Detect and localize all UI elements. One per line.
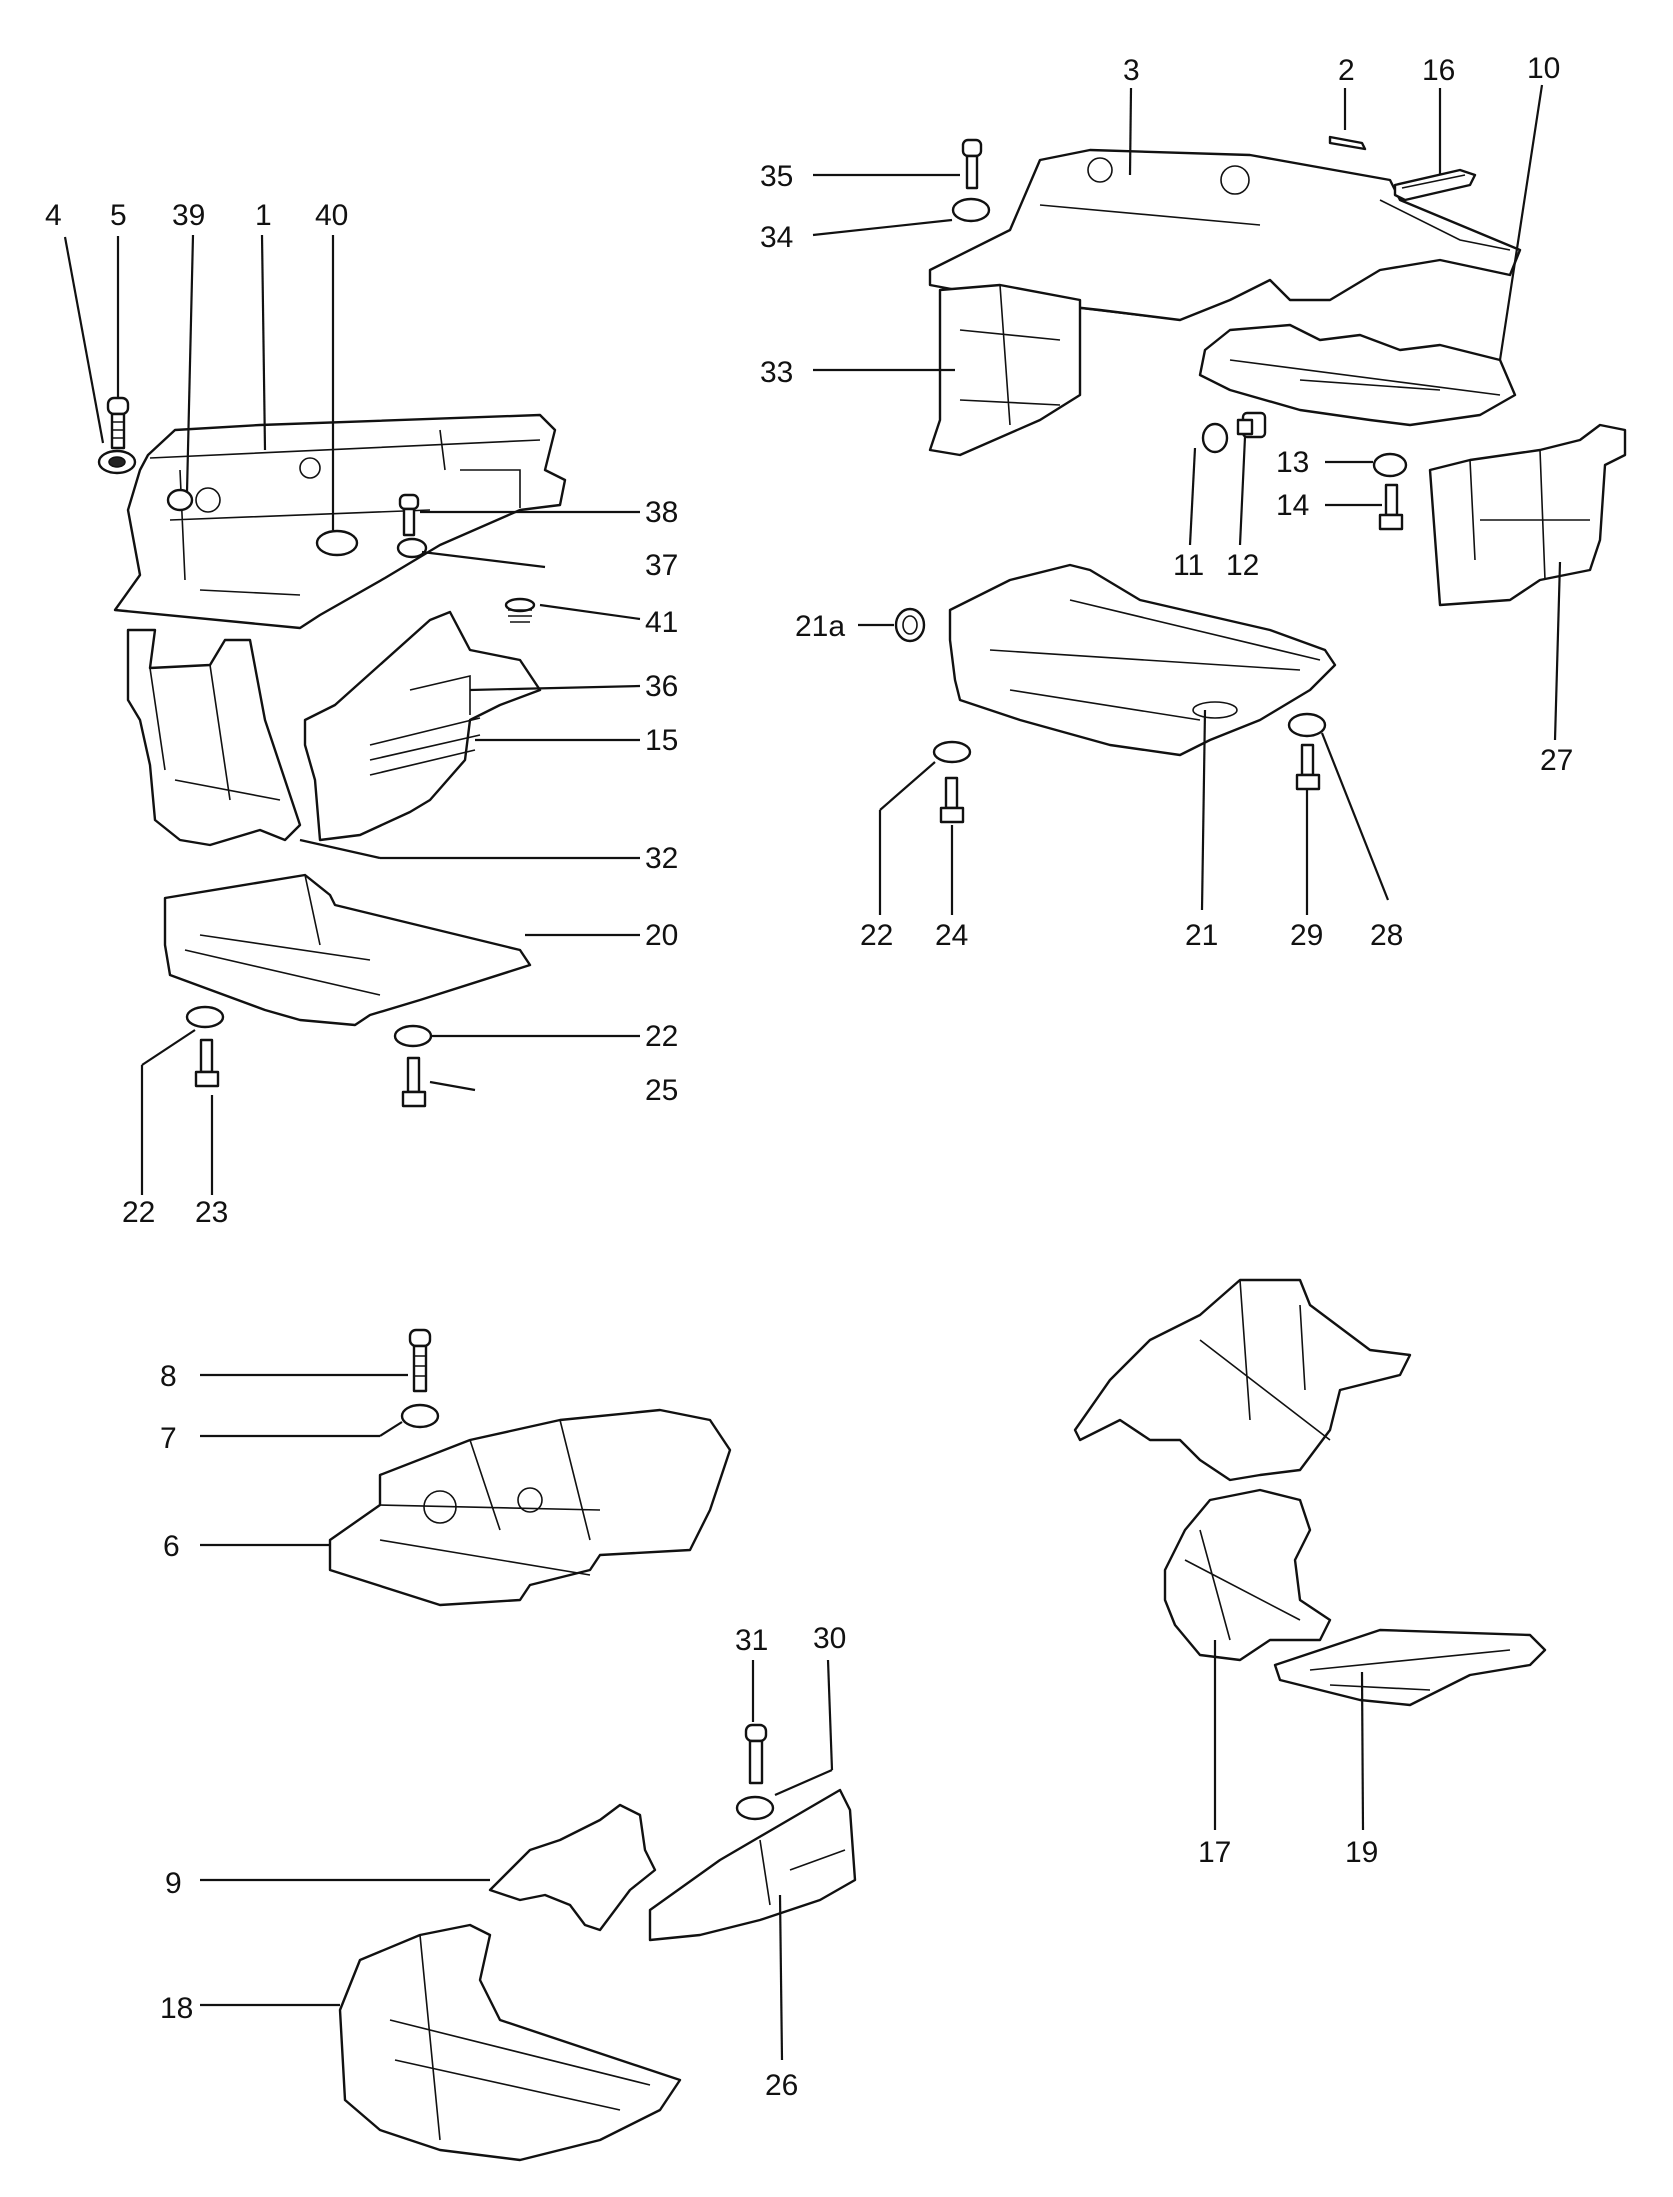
tray-part-18: [338, 1923, 682, 2162]
tray-part-20: [163, 873, 532, 1027]
seal-part-16: [1393, 168, 1477, 202]
washer-part-34: [951, 197, 991, 223]
bolt-part-8: [408, 1328, 432, 1393]
label-13: 13: [1276, 446, 1309, 479]
label-33: 33: [760, 356, 793, 389]
washer-part-37: [396, 537, 428, 559]
label-20: 20: [645, 919, 678, 952]
label-19: 19: [1345, 1836, 1378, 1869]
label-1: 1: [255, 199, 272, 232]
bolt-part-5: [106, 396, 130, 450]
label-14: 14: [1276, 489, 1309, 522]
ring-part-40: [315, 529, 359, 557]
part-group-top-left: [97, 396, 567, 1108]
label-7: 7: [160, 1422, 177, 1455]
label-27: 27: [1540, 744, 1573, 777]
part-group-bottom-left: [328, 1328, 857, 2162]
label-25: 25: [645, 1074, 678, 1107]
bracket-part-27: [1428, 423, 1627, 607]
label-6: 6: [163, 1530, 180, 1563]
label-28: 28: [1370, 919, 1403, 952]
bolt-part-29: [1295, 743, 1321, 791]
label-38: 38: [645, 496, 678, 529]
label-2: 2: [1338, 54, 1355, 87]
heater-box-upper: [1073, 1278, 1412, 1482]
label-30: 30: [813, 1622, 846, 1655]
label-8: 8: [160, 1360, 177, 1393]
duct-part-32: [126, 628, 302, 847]
label-23: 23: [195, 1196, 228, 1229]
grommet-part-41: [504, 597, 536, 623]
washer-part-30: [735, 1795, 775, 1821]
label-41: 41: [645, 606, 678, 639]
deflector-part-26: [648, 1788, 857, 1942]
plate-part-19: [1273, 1628, 1547, 1707]
bolt-part-12: [1236, 411, 1267, 439]
washer-part-13: [1372, 452, 1408, 478]
label-36: 36: [645, 670, 678, 703]
plate-part-10: [1198, 323, 1517, 427]
part-group-top-right: [894, 135, 1627, 824]
label-16: 16: [1422, 54, 1455, 87]
heater-box-part-17: [1163, 1488, 1332, 1662]
washer-part-22-center: [932, 740, 972, 764]
bracket-part-9: [488, 1803, 657, 1932]
cover-part-6: [328, 1408, 732, 1607]
label-12: 12: [1226, 549, 1259, 582]
label-15: 15: [645, 724, 678, 757]
label-37: 37: [645, 549, 678, 582]
label-24: 24: [935, 919, 968, 952]
pin-part-2: [1328, 135, 1367, 151]
cover-part-36: [303, 610, 542, 842]
washer-part-22-right: [393, 1024, 433, 1048]
label-22-c: 22: [860, 919, 893, 952]
label-18: 18: [160, 1992, 193, 2025]
label-5: 5: [110, 199, 127, 232]
label-29: 29: [1290, 919, 1323, 952]
label-17: 17: [1198, 1836, 1231, 1869]
duct-part-33: [928, 283, 1082, 457]
label-40: 40: [315, 199, 348, 232]
label-26: 26: [765, 2069, 798, 2102]
label-32: 32: [645, 842, 678, 875]
label-9: 9: [165, 1867, 182, 1900]
washer-part-28: [1287, 712, 1327, 738]
bolt-part-25: [401, 1056, 427, 1108]
label-3: 3: [1123, 54, 1140, 87]
shroud-part-1: [113, 413, 567, 630]
part-labels: 4 5 39 1 40 38 37 41 36 15 32 20 22 25 2…: [45, 52, 1573, 2102]
bolt-part-35: [961, 138, 983, 190]
bolt-part-23: [194, 1038, 220, 1088]
label-11: 11: [1173, 549, 1204, 582]
grommet-part-39: [166, 488, 194, 512]
label-31: 31: [735, 1624, 768, 1657]
bolt-part-14: [1378, 483, 1404, 531]
bolt-part-24: [939, 776, 965, 824]
label-10: 10: [1527, 52, 1560, 85]
label-21: 21: [1185, 919, 1218, 952]
washer-part-11: [1201, 422, 1229, 454]
label-34: 34: [760, 221, 793, 254]
label-35: 35: [760, 160, 793, 193]
washer-part-22-left: [185, 1005, 225, 1029]
label-22-b: 22: [122, 1196, 155, 1229]
washer-part-7: [400, 1403, 440, 1429]
part-group-bottom-right: [1073, 1278, 1547, 1707]
label-22-a: 22: [645, 1020, 678, 1053]
label-4: 4: [45, 199, 62, 232]
label-21a: 21a: [795, 610, 845, 643]
label-39: 39: [172, 199, 205, 232]
leader-lines: [63, 84, 1562, 2061]
bolt-part-38: [398, 493, 420, 537]
grommet-part-21a: [894, 607, 926, 643]
bolt-part-31: [744, 1723, 768, 1785]
